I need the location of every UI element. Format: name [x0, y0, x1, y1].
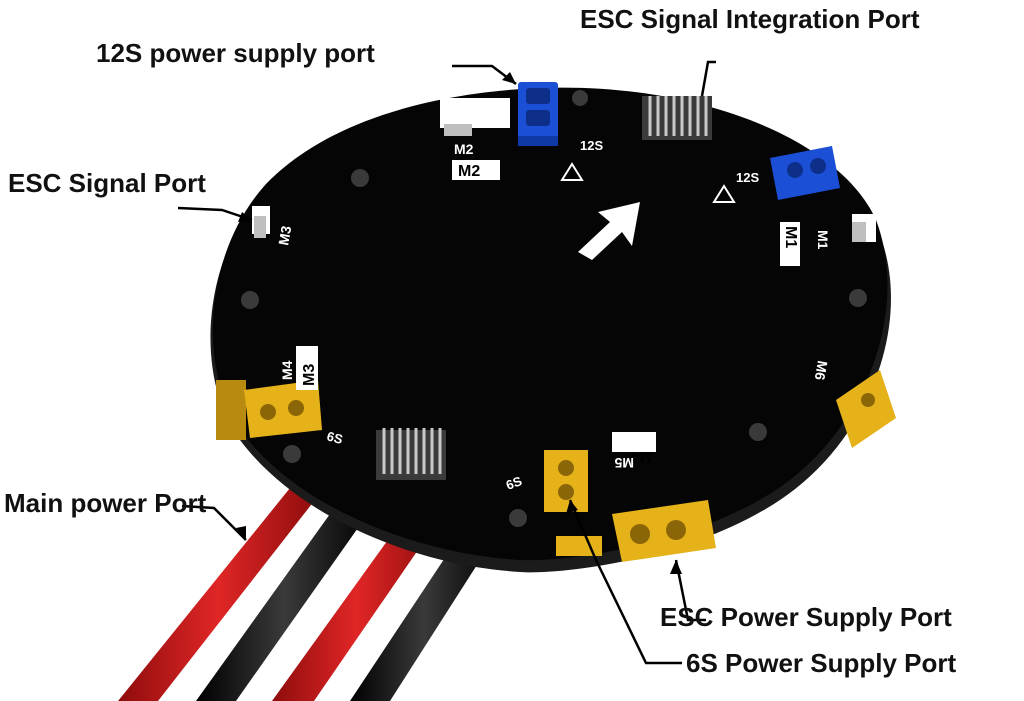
- leader-6s: [568, 499, 682, 665]
- silk-box-m1-text: M1: [782, 226, 799, 248]
- arrowhead-12s-icon: [502, 72, 516, 84]
- leader-esc-power: [674, 559, 706, 622]
- screw: [749, 423, 767, 441]
- silk-m2: M2: [454, 141, 474, 157]
- silk-m5: M5: [614, 455, 634, 471]
- label-esc-power-supply-port: ESC Power Supply Port: [660, 602, 952, 632]
- esc-signal-plug-m3: [254, 216, 266, 238]
- arrowhead-main-power-icon: [236, 526, 246, 540]
- callout-arrowheads: [236, 72, 682, 574]
- wire-black-1: [196, 500, 372, 701]
- warning-triangle-icon: [712, 184, 736, 203]
- xt60-connector-m4: [216, 380, 322, 440]
- silk-box-m2: [452, 160, 500, 180]
- xt60-connector-6s: [544, 450, 602, 556]
- wire-black-2: [350, 526, 498, 701]
- xt60-connector-m6: [836, 370, 896, 448]
- silk-m6: M6: [812, 359, 831, 381]
- xt30-connector-left: [518, 82, 558, 146]
- label-esc-signal-port: ESC Signal Port: [8, 168, 206, 198]
- wire-red-1: [118, 488, 318, 701]
- screw: [283, 445, 301, 463]
- silk-box-m4-text: M4: [631, 448, 652, 465]
- label-main-power-port: Main power Port: [4, 488, 207, 518]
- wire-red-2: [272, 512, 440, 701]
- silk-box-m1: [780, 222, 800, 266]
- silk-m4: M4: [279, 360, 295, 380]
- arrowhead-6s-icon: [566, 500, 578, 514]
- silk-12s-left: 12S: [580, 138, 603, 153]
- leader-main-power: [181, 504, 247, 541]
- main-power-wires: [118, 488, 498, 701]
- silk-box-m2-text: M2: [458, 163, 480, 180]
- mounting-screws: [241, 90, 867, 527]
- silk-m3: M3: [275, 224, 294, 246]
- xt60-connector-m5: [612, 500, 716, 562]
- silk-6s-left: 6S: [325, 428, 345, 447]
- leader-12s: [452, 64, 517, 85]
- arrowhead-esc-signal-icon: [238, 212, 252, 222]
- label-6s-power-supply-port: 6S Power Supply Port: [686, 648, 957, 678]
- pin-header-bottom: [376, 428, 446, 480]
- screw: [351, 169, 369, 187]
- forward-arrow-icon: [578, 202, 640, 260]
- esc-signal-plug-m1: [852, 222, 866, 242]
- notch-top: [440, 98, 510, 128]
- arrowhead-esc-power-icon: [670, 560, 682, 574]
- screw: [509, 509, 527, 527]
- pin-header-top: [642, 96, 712, 140]
- leader-esc-signal-integration: [700, 60, 716, 97]
- xt30-connector-right: [770, 146, 840, 200]
- screw: [241, 291, 259, 309]
- warning-triangle-icon: [560, 162, 584, 181]
- screw: [849, 289, 867, 307]
- silk-m1: M1: [815, 230, 831, 250]
- silk-12s-right: 12S: [736, 170, 759, 185]
- screw: [572, 90, 588, 106]
- silk-box-m3-text: M3: [301, 364, 318, 386]
- silk-box-m4: [612, 432, 656, 452]
- silk-6s-mid: 6S: [504, 473, 524, 493]
- esc-signal-plug-m2: [444, 124, 472, 136]
- silk-box-m3: [296, 346, 318, 390]
- label-12s-power-supply-port: 12S power supply port: [96, 38, 375, 68]
- label-esc-signal-integration-port: ESC Signal Integration Port: [580, 4, 920, 34]
